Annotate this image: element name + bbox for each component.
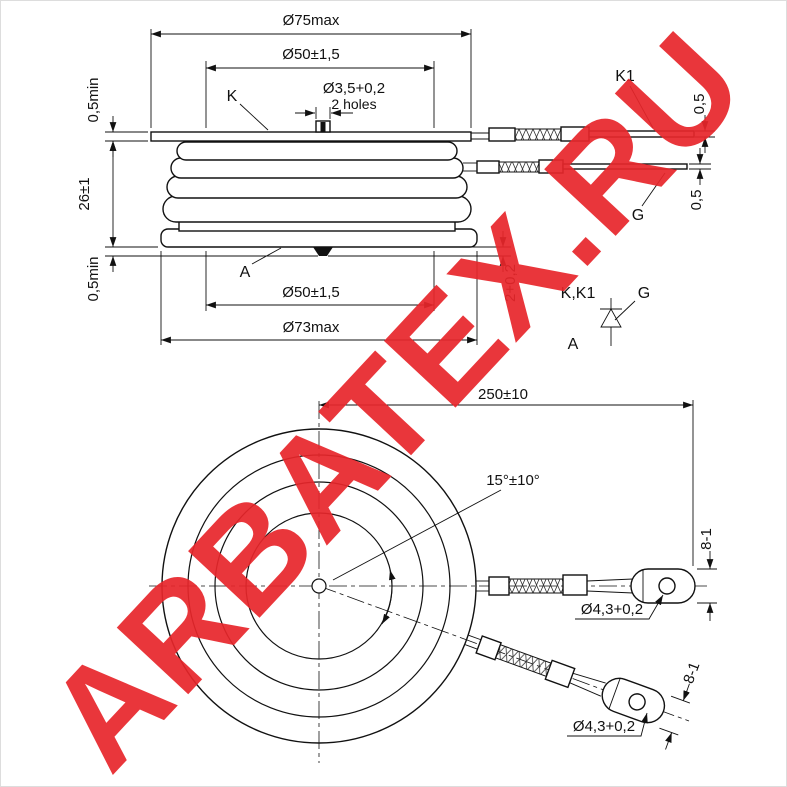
cathode-plate [150, 131, 472, 142]
label-a: A [240, 247, 282, 281]
crimp-sleeve [538, 159, 564, 174]
dim-hole-bottom: Ø4,3+0,2 [567, 712, 648, 737]
dim-hole-top: Ø4,3+0,2 [575, 594, 664, 620]
ceramic-rib-2 [170, 157, 464, 179]
crimp-sleeve [544, 659, 576, 689]
lead-wire [588, 130, 695, 138]
dim-hole-bottom-label: Ø4,3+0,2 [573, 718, 635, 735]
crimp-sleeve [476, 160, 500, 174]
thyristor-symbol: K,K1 G A [561, 285, 651, 353]
crimp-sleeve [560, 126, 590, 142]
symbol-anode-label: A [568, 336, 579, 353]
label-a-text: A [240, 264, 251, 281]
ceramic-rib-1 [176, 141, 458, 161]
dim-length-label: 250±10 [478, 386, 528, 403]
dim-angle-label: 15°±10° [486, 472, 540, 489]
dim-d50-bottom: Ø50±1,5 [205, 251, 435, 311]
crimp-sleeve [562, 574, 588, 596]
label-k1-text: K1 [615, 68, 635, 85]
braided-wire [514, 128, 562, 141]
device-top-outline [161, 428, 477, 744]
dim-d75: Ø75max [150, 12, 472, 128]
label-k-text: K [227, 88, 238, 105]
braided-wire [508, 578, 564, 594]
lug-hole [658, 577, 676, 595]
dim-h05-bottom-label: 0,5min [85, 256, 102, 301]
braided-wire [498, 161, 540, 173]
top-stud-hole [320, 122, 326, 132]
dim-d75-label: Ø75max [283, 12, 340, 29]
dims-left: 0,5min 26±1 0,5min [76, 77, 318, 302]
dim-d35-note: 2 holes [331, 96, 376, 112]
dim-hole-top-label: Ø4,3+0,2 [581, 601, 643, 618]
dim-stud: 2+0,2 [328, 231, 519, 302]
lead-horizontal [476, 568, 696, 604]
lead-wire [562, 163, 688, 170]
dim-d35-label: Ø3,5+0,2 [323, 80, 385, 97]
dim-d73: Ø73max [160, 251, 478, 345]
dim-d50-top-label: Ø50±1,5 [282, 46, 339, 63]
device-body [150, 120, 478, 256]
label-k1: K1 [615, 68, 654, 129]
label-g-text: G [632, 207, 644, 224]
center-hole [311, 578, 327, 594]
dim-wire-bottom: 0,5 [688, 148, 711, 210]
ceramic-rib-4 [162, 195, 472, 223]
dim-length: 250±10 [319, 386, 694, 566]
symbol-cathode-label: K,K1 [561, 285, 596, 302]
dim-lug-top: 8-1 [697, 528, 717, 621]
dim-lug-bottom-label: 8-1 [680, 660, 703, 686]
dim-d50-bottom-label: Ø50±1,5 [282, 284, 339, 301]
dim-wire-top: 0,5 [691, 94, 715, 153]
dim-h05-top-label: 0,5min [85, 77, 102, 122]
label-g: G [632, 172, 666, 224]
dim-d35: Ø3,5+0,2 2 holes [295, 80, 385, 119]
crimp-sleeve [488, 576, 510, 596]
dim-wire-top-label: 0,5 [691, 94, 708, 115]
lead-angled: 8-1 [465, 634, 704, 750]
bottom-stud [313, 247, 333, 256]
dim-d73-label: Ø73max [283, 319, 340, 336]
top-view: 250±10 8-1 Ø4,3+0,2 15°±10° [149, 386, 717, 763]
ceramic-rib-3 [166, 175, 468, 199]
dim-d50-top: Ø50±1,5 [205, 46, 435, 128]
label-k: K [227, 88, 269, 131]
cathode-lead [471, 126, 695, 142]
crimp-sleeve [488, 127, 516, 142]
dim-h26-label: 26±1 [76, 177, 93, 210]
side-view: Ø75max Ø50±1,5 Ø3,5+0,2 2 holes K [76, 12, 715, 353]
symbol-gate-label: G [638, 285, 650, 302]
dim-lug-top-label: 8-1 [698, 528, 715, 550]
lug-hole [628, 693, 646, 711]
braided-wire [494, 644, 552, 677]
dim-stud-label: 2+0,2 [502, 264, 519, 302]
dim-wire-bottom-label: 0,5 [688, 190, 705, 211]
gate-lead [463, 159, 688, 174]
dim-angle: 15°±10° [332, 472, 540, 625]
